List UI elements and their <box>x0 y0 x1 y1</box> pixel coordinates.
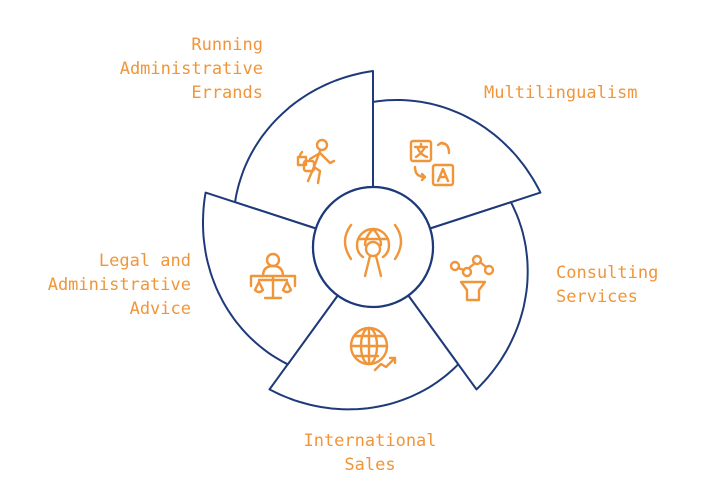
label-line: Multilingualism <box>484 83 638 103</box>
label-line: Sales <box>344 455 396 475</box>
lawyer-scales-icon <box>245 250 301 306</box>
label-line: Consulting <box>556 263 659 283</box>
label-running-errands: Running Administrative Errands <box>120 33 263 105</box>
label-legal-advice: Legal and Administrative Advice <box>48 249 191 321</box>
label-multilingualism: Multilingualism <box>484 81 638 105</box>
label-international-sales: International Sales <box>270 429 470 477</box>
center-circle <box>311 185 435 309</box>
label-line: Advice <box>129 299 191 319</box>
globe-trend-icon <box>345 322 401 378</box>
walking-person-with-bag-icon <box>290 135 346 191</box>
label-line: Legal and <box>98 251 191 271</box>
label-line: International <box>303 431 437 451</box>
label-line: Errands <box>191 83 263 103</box>
label-line: Services <box>556 287 638 307</box>
globe-broadcast-tower-icon <box>337 211 409 283</box>
funnel-network-icon <box>445 250 501 306</box>
label-line: Administrative <box>119 59 263 79</box>
label-consulting-services: Consulting Services <box>556 261 658 309</box>
label-line: Administrative <box>47 275 191 295</box>
translate-icon <box>405 135 461 191</box>
label-line: Running <box>191 35 263 55</box>
